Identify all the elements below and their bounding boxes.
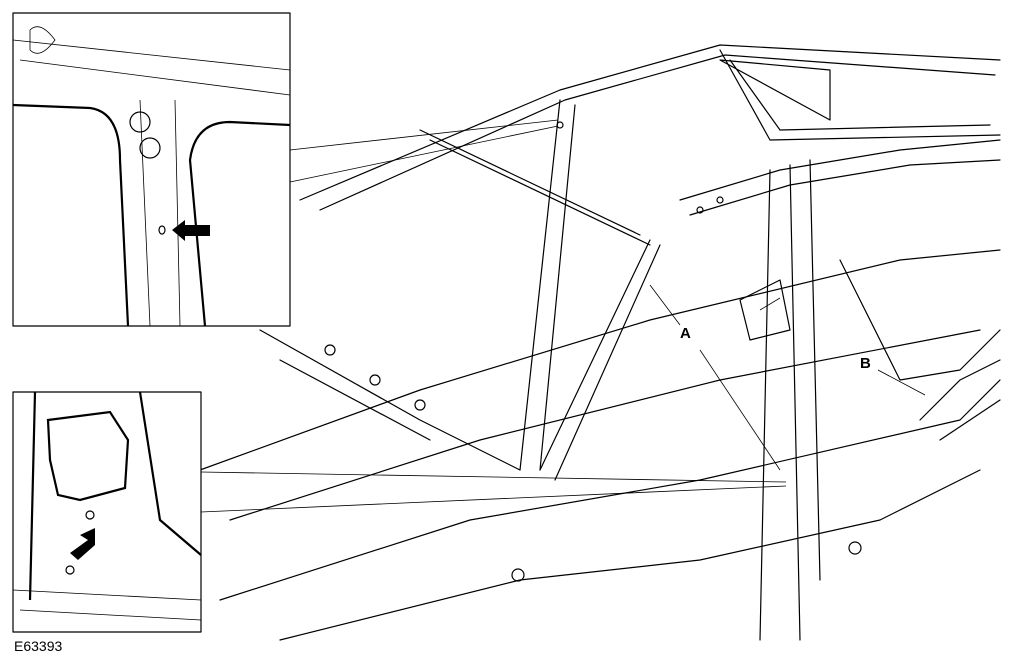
detail-inset-lower: [12, 391, 202, 633]
leader-lower: [200, 471, 787, 513]
figure-id: E63393: [14, 638, 63, 654]
leader-upper: [289, 119, 559, 183]
vehicle-body-structure: [199, 44, 1001, 641]
leader-b: [877, 369, 926, 396]
arrow-icon: [172, 220, 210, 241]
arrow-icon: [70, 528, 95, 560]
leader-a-upper: [759, 297, 781, 311]
detail-inset-upper: [12, 12, 291, 327]
callout-b: B: [860, 355, 871, 372]
leader-a: [649, 284, 781, 471]
callout-a: A: [680, 325, 691, 342]
